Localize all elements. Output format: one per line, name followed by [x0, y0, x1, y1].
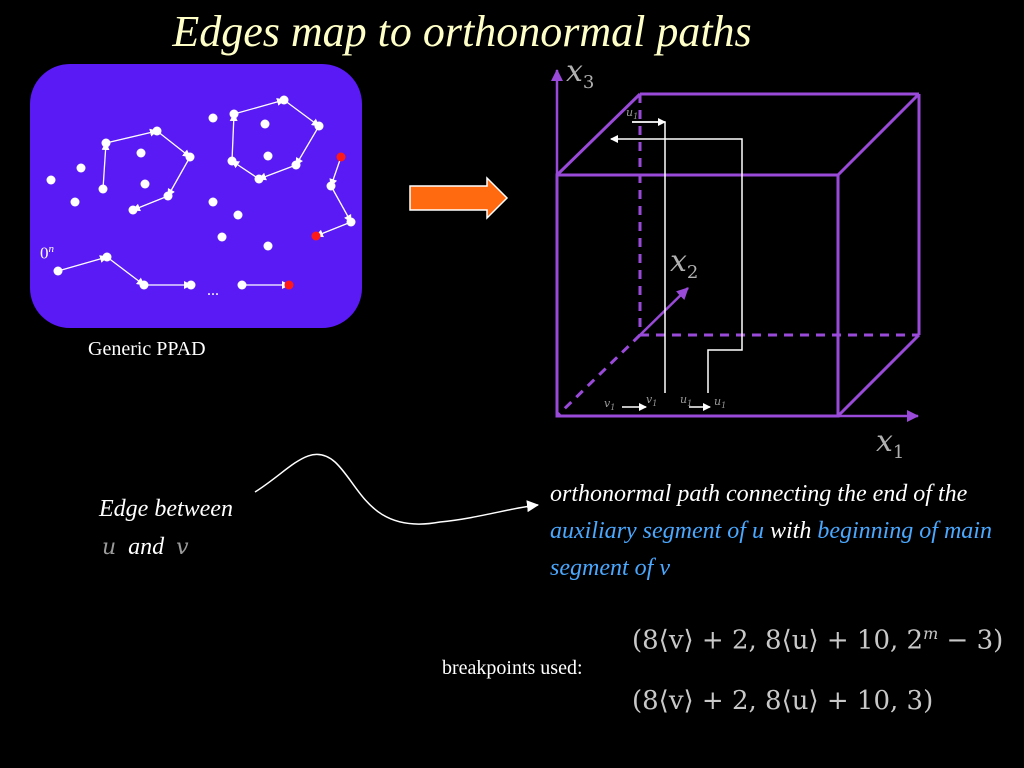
path-label-u1-prime: u1 — [714, 395, 727, 411]
ppad-node — [70, 197, 80, 207]
ppad-edge — [283, 99, 320, 127]
path-segment — [610, 135, 743, 393]
ppad-node — [326, 181, 336, 191]
axes — [551, 69, 919, 422]
ppad-nodes — [46, 95, 356, 290]
path-segment — [632, 121, 666, 393]
path-description: orthonormal path connecting the end of t… — [550, 481, 992, 581]
ppad-edge — [330, 185, 352, 223]
ppad-node — [229, 109, 239, 119]
ppad-edge — [329, 156, 342, 187]
ppad-node — [208, 197, 218, 207]
ppad-edge — [231, 160, 260, 180]
ppad-node — [139, 280, 149, 290]
ppad-endpoint-nodes — [284, 152, 346, 290]
ppad-edge — [315, 221, 352, 238]
ppad-node — [53, 266, 63, 276]
ppad-endpoint-node — [284, 280, 294, 290]
path-label-u1: u1 — [680, 393, 693, 409]
ppad-edge — [105, 128, 158, 144]
cube-top-left-edge — [555, 92, 642, 177]
orthonormal-path — [610, 118, 743, 411]
ppad-node — [136, 148, 146, 158]
ppad-edge — [258, 164, 297, 181]
breakpoints-label: breakpoints used: — [442, 657, 583, 679]
ppad-graph-box — [30, 64, 362, 328]
ppad-node — [208, 113, 218, 123]
mapping-arrow-icon — [409, 176, 509, 220]
path-label-v1-prime: v1 — [646, 393, 658, 409]
ppad-node — [102, 252, 112, 262]
ppad-node — [101, 138, 111, 148]
ellipsis-label: ... — [207, 282, 219, 299]
ppad-edges — [57, 98, 352, 289]
ppad-edge — [229, 113, 238, 162]
ppad-node — [346, 217, 356, 227]
axis-x1-label: x1 — [876, 424, 905, 463]
ppad-edge — [106, 256, 145, 286]
ppad-node — [140, 179, 150, 189]
ppad-edge — [57, 255, 108, 272]
edge-line-1: Edge between — [99, 496, 233, 522]
ppad-endpoint-node — [336, 152, 346, 162]
ppad-edge — [101, 142, 110, 190]
ppad-node — [237, 280, 247, 290]
cube — [555, 92, 921, 418]
ppad-node — [233, 210, 243, 220]
breakpoint-formula-2: (8⟨v⟩ + 2, 8⟨u⟩ + 10, 3) — [632, 686, 934, 716]
ppad-edge — [233, 98, 285, 115]
ppad-node — [98, 184, 108, 194]
ppad-edge — [167, 156, 191, 197]
ppad-node — [186, 280, 196, 290]
cube-bottom-right-edge — [836, 333, 921, 418]
cube-top-right-edge — [836, 92, 921, 177]
ppad-node — [263, 241, 273, 251]
ppad-node — [279, 95, 289, 105]
auxiliary-segment-text: auxiliary segment of u — [550, 518, 764, 544]
zero-node-label: 0n — [40, 243, 54, 263]
ppad-node — [254, 174, 264, 184]
ppad-node — [185, 152, 195, 162]
cube-hidden-left-bottom — [555, 333, 642, 418]
edge-between-text: Edge between u and v — [66, 490, 266, 567]
ppad-node — [227, 156, 237, 166]
cube-front-face — [555, 173, 840, 418]
ppad-node — [152, 126, 162, 136]
path-label-u1-top: u1 — [626, 106, 639, 122]
ppad-caption: Generic PPAD — [88, 338, 206, 360]
ppad-edge — [132, 195, 169, 212]
edge-line-2: u and v — [102, 534, 189, 560]
ppad-edge — [295, 125, 320, 166]
ppad-node — [76, 163, 86, 173]
ppad-node — [217, 232, 227, 242]
ppad-edge — [156, 130, 191, 158]
connector-curve-arrow — [254, 453, 539, 525]
axis-x3-label: x3 — [566, 54, 595, 93]
ppad-node — [128, 205, 138, 215]
ppad-node — [291, 160, 301, 170]
ppad-node — [46, 175, 56, 185]
axis-x2-label: x2 — [670, 244, 699, 283]
main-segment-text: beginning of main segment of v — [550, 518, 992, 581]
ppad-node — [263, 151, 273, 161]
slide-title: Edges map to orthonormal paths — [172, 7, 752, 56]
ppad-node — [163, 191, 173, 201]
ppad-endpoint-node — [311, 231, 321, 241]
ppad-node — [260, 119, 270, 129]
axis-x2-line — [639, 287, 689, 336]
ppad-node — [314, 121, 324, 131]
breakpoint-formula-1: (8⟨v⟩ + 2, 8⟨u⟩ + 10, 2m − 3) — [632, 624, 1004, 656]
path-label-v1: v1 — [604, 397, 616, 413]
